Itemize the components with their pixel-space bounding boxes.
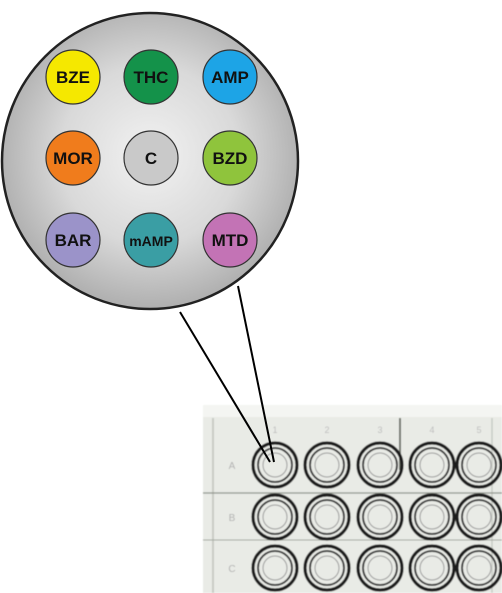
spot-label: THC	[134, 68, 169, 87]
spot-circle	[45, 49, 101, 105]
plate-column-label: 2	[324, 425, 329, 435]
spot-c: C	[123, 130, 179, 186]
plate-column-label: 4	[429, 425, 434, 435]
plate-well	[356, 441, 404, 489]
plate-well	[303, 441, 351, 489]
plate-row-label: A	[229, 461, 236, 472]
spot-bar: BAR	[45, 212, 101, 268]
spot-thc: THC	[123, 49, 179, 105]
spot-circle	[45, 130, 101, 186]
magnified-well: BZE THC AMP MOR C BZD BAR mAMP MTD	[0, 11, 300, 311]
spot-circle	[123, 130, 179, 186]
plate-well	[455, 493, 502, 541]
spot-label: BZD	[213, 149, 248, 168]
spot-circle	[202, 212, 258, 268]
spot-label: C	[145, 149, 157, 168]
plate-row-label: C	[228, 564, 235, 575]
callout-line-left	[179, 311, 271, 463]
plate-column-label: 5	[476, 425, 481, 435]
plate-well	[455, 441, 502, 489]
plate-well	[408, 493, 456, 541]
plate-well	[356, 544, 404, 592]
plate-row-label: B	[229, 513, 236, 524]
plate-well	[455, 544, 502, 592]
plate-column-label: 3	[377, 425, 382, 435]
plate-well	[356, 493, 404, 541]
spot-label: mAMP	[129, 233, 173, 249]
spot-circle	[202, 130, 258, 186]
well-plate-photo: A B C 1 2 3 4 5	[203, 405, 502, 593]
spot-label: AMP	[211, 68, 249, 87]
callout-line-right	[237, 285, 275, 463]
plate-well	[408, 544, 456, 592]
plate-well	[251, 441, 299, 489]
spot-mamp: mAMP	[123, 212, 179, 268]
spot-label: MTD	[212, 231, 249, 250]
plate-well	[251, 544, 299, 592]
spot-label: BZE	[56, 68, 90, 87]
spot-circle	[123, 212, 179, 268]
spot-amp: AMP	[202, 49, 258, 105]
spot-mtd: MTD	[202, 212, 258, 268]
plate-well	[303, 544, 351, 592]
zoom-callout-lines	[179, 285, 275, 463]
spot-mor: MOR	[45, 130, 101, 186]
spot-label: MOR	[53, 149, 93, 168]
spot-bzd: BZD	[202, 130, 258, 186]
plate-well	[251, 493, 299, 541]
spot-circle	[202, 49, 258, 105]
plate-well	[408, 441, 456, 489]
spot-label: BAR	[55, 231, 92, 250]
plate-column-label: 1	[272, 425, 277, 435]
spot-circle	[123, 49, 179, 105]
spot-circle	[45, 212, 101, 268]
plate-well	[303, 493, 351, 541]
spot-bze: BZE	[45, 49, 101, 105]
